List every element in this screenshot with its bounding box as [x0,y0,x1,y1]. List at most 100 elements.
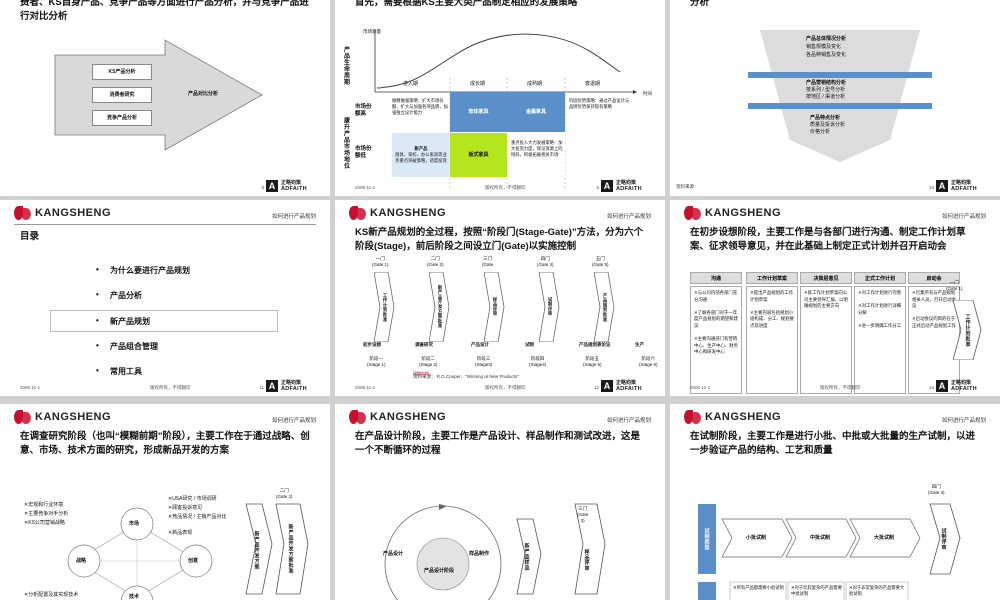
stage-label: 阶段六 (Stage 6) [639,356,658,367]
toc-item[interactable]: 为什么要进行产品规划 [96,265,190,276]
slide-funnel-analysis[interactable]: 分析 产品总体情况分析 销售规模及变化 各品种销售及变化 产品营销结构分析 按系… [670,0,1000,196]
grid-header: 决策层意见 [800,272,852,284]
source-note: 资料来源： [676,184,699,189]
kangsheng-mark-icon [14,410,32,424]
left-item: ✕宏观和行业环境 [24,502,64,508]
side-label-position: 康升产品市场地位 [342,117,349,169]
stage-mature: 成熟期 [527,81,543,87]
gate-box: 试制评审 [548,297,553,317]
slide-title: 在调查研究阶段（也叫“模糊前期”阶段），主要工作在于通过战略、创意、市场、技术方… [20,431,310,456]
b2-item: 按系列 / 型号分析 [806,87,846,93]
gate-chevron [953,300,982,360]
gate-label: 二门 (Gate 2) [276,488,293,499]
cell-high-growth: 软体家具 [450,92,507,132]
slide-title: 分析 [690,0,710,8]
grid-cell: ✕与公司内部各部门充分沟通 ✕了解各部门对于一年度产品规划的期望和建议 ✕主要沟… [690,286,742,394]
step-large: 大批试制 [874,535,895,541]
slide-lifecycle-strategy[interactable]: 首先，需要根据KS主要大类产品制定相应的发展策略 市场容量 时间 产品生命周期 … [335,0,665,196]
toc-item[interactable]: 产品组合管理 [96,341,158,352]
slide-stage-gate[interactable]: KANGSHENG 如何进行产品规划 KS新产品规划的全过程，按照“阶段门(St… [335,200,665,396]
gate-label: 四门 (Gate 4) [537,256,554,267]
stage-label: 阶段二 (Stage 2) [419,356,438,367]
kangsheng-mark-icon [349,206,367,220]
kangsheng-logo: KANGSHENG [14,410,111,424]
step-medium: 中批试制 [810,535,831,541]
b1-item: 各品种销售及变化 [806,52,847,58]
kangsheng-logo: KANGSHENG [349,410,446,424]
toc-item[interactable]: 常用工具 [96,366,142,377]
b1-item: 销售规模及变化 [806,44,842,50]
slide-product-analysis[interactable]: 费者、KS自身产品、竞争产品等方面进行产品分析，并与竞争产品进行对比分析 KS产… [0,0,330,196]
source-note: 资料来源： R.G.Cooper，“Winning at New Product… [413,374,519,379]
slide-toc[interactable]: KANGSHENG 如何进行产品规划 目录 为什么要进行产品规划 产品分析 新产… [0,200,330,396]
slide-title: 费者、KS自身产品、竞争产品等方面进行产品分析，并与竞争产品进行对比分析 [20,0,309,22]
phase-label: 生产 [635,342,644,347]
slide-trial-phase[interactable]: KANGSHENG 如何进行产品规划 在试制阶段，主要工作是进行小批、中批或大批… [670,404,1000,600]
header-tag: 如何进行产品规划 [941,214,986,220]
b3-title: 产品特点分析 [810,115,841,121]
phase-label: 初步设想 [363,342,381,347]
stage-label: 阶段五 (Stage 5) [583,356,602,367]
side-box: 新产品开发方案 [253,530,260,570]
gate-label: 五门 (Gate 5) [592,256,609,267]
b2-title: 产品营销结构分析 [806,80,847,86]
grid-header: 沟通 [690,272,742,284]
page-number: 8 [261,185,264,190]
phase-label: 试制 [525,342,534,347]
stage-label: 阶段四 (Stage4) [529,356,547,367]
gate-box: 工作计划批准 [383,292,388,322]
result-label: 产品对比分析 [188,91,219,97]
gate-box: 新产品开发方案批准 [287,524,294,574]
gate-box: 新产品开发方案批准 [438,285,443,329]
kangsheng-logo: KANGSHENG [349,206,446,220]
b2-item: 按地区 / 渠道分析 [806,94,846,100]
header-tag: 如何进行产品规划 [606,418,651,424]
item-consumer: 消费者研究 [92,87,152,103]
y-axis-label: 市场容量 [363,29,381,34]
right-item: ✕竞品情况 / 主销产品对比 [168,514,227,520]
funnel-diagram [748,30,932,162]
cycle-design: 产品设计 [383,551,404,557]
cell-low-growth: 板式家具 [450,133,507,177]
slide-initial-phase[interactable]: KANGSHENG 如何进行产品规划 在初步设想阶段，主要工作是与各部门进行沟通… [670,200,1000,396]
node-strategy: 战略 [76,558,87,564]
slide-title: 在产品设计阶段，主要工作是产品设计、样品制作和测试改进，这是一个不断循环的过程 [355,431,641,456]
side-label-lifecycle: 产品生命周期 [342,45,349,85]
slide-research-phase[interactable]: KANGSHENG 如何进行产品规划 在调查研究阶段（也叫“模糊前期”阶段），主… [0,404,330,600]
grid-cell: ✕提出产品规划的工作计划草案 ✕主要内容包括规划小组构成、分工、规划要点及进度 [746,286,798,394]
gate-box: 产品规划批准 [603,292,608,322]
note: ✕对于比较复杂的产品需要中批试制 [791,585,842,596]
toc-item-active[interactable]: 新产品规划 [96,316,150,327]
kangsheng-mark-icon [349,410,367,424]
right-item: ✕USA研究 / 市场调研 [168,496,217,502]
gate-label: 四门 (Gate 4) [928,484,945,495]
stage-label: 阶段三 (Stage3) [475,356,493,367]
gate-chevron [484,272,505,342]
kangsheng-logo: KANGSHENG [684,410,781,424]
stage-label: 阶段一 (Stage 1) [367,356,386,367]
header-tag: 如何进行产品规划 [941,418,986,424]
gate-box: 试制评审 [940,528,947,550]
gate-label: 一门 (Gate 1) [946,280,963,291]
gate-chevron [594,272,615,342]
header-divider [14,224,316,225]
gate-box: 工作计划批准 [964,313,971,347]
cell-high-decline: 巩固优势策略：通过产品设计与品牌优势保持现有策略 [569,98,630,109]
gate-label: 二门 (Gate 2) [427,256,444,267]
grid-header: 工作计划草案 [746,272,798,284]
bottom-left-item: ✕分析配置及其实现技术 [24,592,79,598]
slide-title: 目录 [20,231,40,242]
slide-design-phase[interactable]: KANGSHENG 如何进行产品规划 在产品设计阶段，主要工作是产品设计、样品制… [335,404,665,600]
slide-title: 首先，需要根据KS主要大类产品制定相应的发展策略 [355,0,578,8]
phase-label: 产品规划表论证 [579,342,611,347]
header-tag: 如何进行产品规划 [271,214,316,220]
right-item: ✕新品表现 [168,530,193,536]
toc-item[interactable]: 产品分析 [96,290,142,301]
